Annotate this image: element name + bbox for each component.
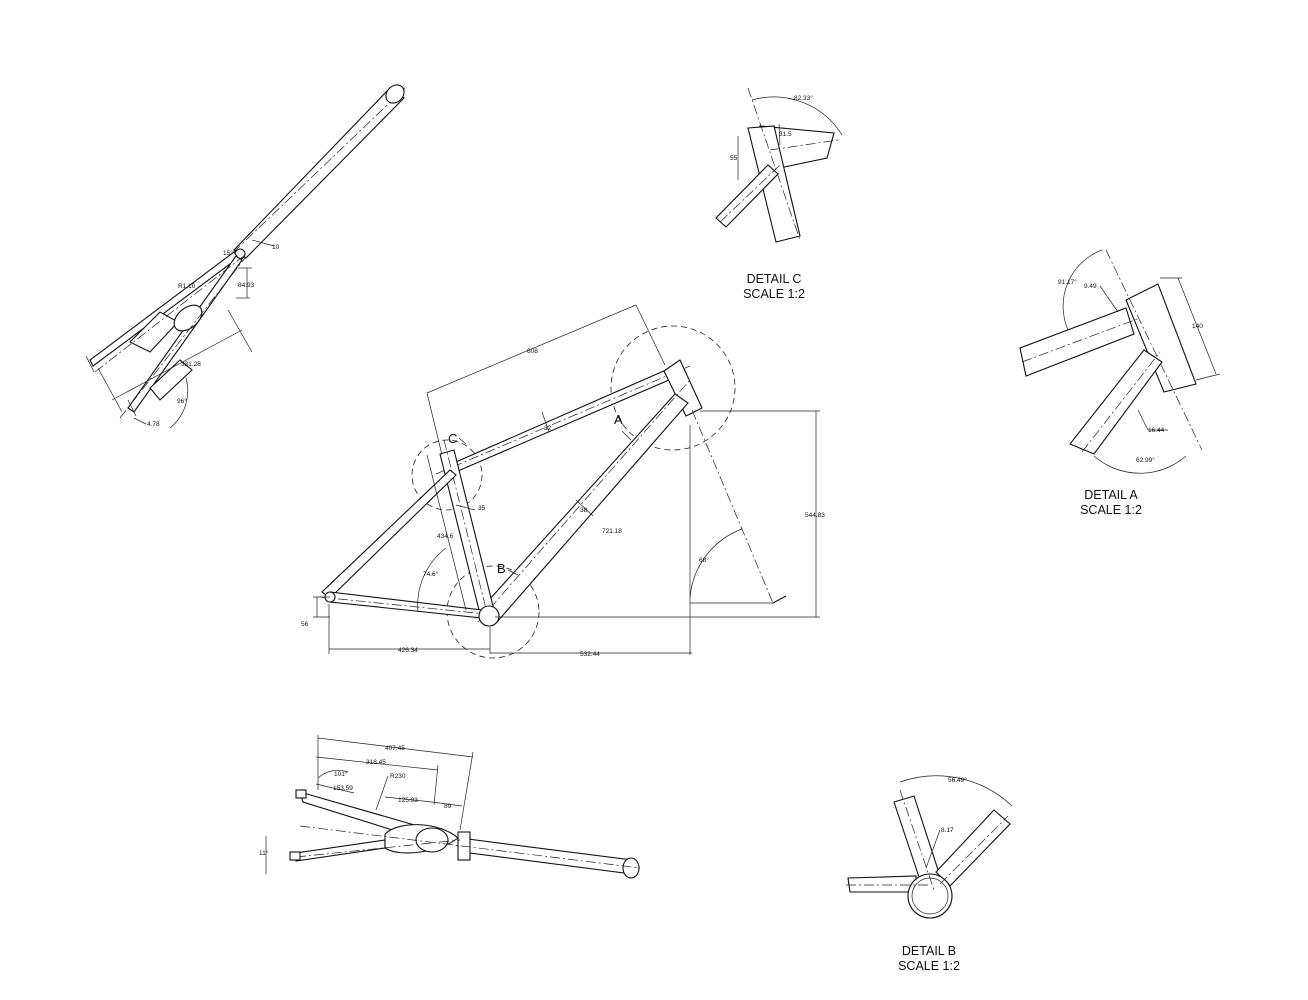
dim-rear-4: 4.78 xyxy=(147,421,160,428)
dim-rear-84: 84.93 xyxy=(238,282,255,289)
dim-rb-11: 11° xyxy=(259,849,269,857)
dim-rb-407: 407.45 xyxy=(385,745,405,752)
dim-seat-tube-od: 35 xyxy=(478,505,486,512)
rear-view-top: 10 15° 84.93 R1.10 331.28 96° 4.78 xyxy=(85,84,406,429)
detail-a-angle2: 62.99° xyxy=(1136,456,1155,464)
dim-rb-318: 318.45 xyxy=(366,759,386,766)
dim-head-angle: 68° xyxy=(699,556,709,564)
detail-b-8: 8.17 xyxy=(941,827,954,834)
callout-c: C xyxy=(448,431,457,446)
dim-seat-angle: 74.6° xyxy=(423,570,439,578)
detail-a-angle: 91.17° xyxy=(1058,278,1077,286)
dim-down-tube-od: 38 xyxy=(580,507,588,514)
detail-a-view: 91.17° 9.49 140 16.44 62.99° DETAIL A SC… xyxy=(1019,249,1221,517)
detail-c-view: 82.33° 31.5 55 DETAIL C SCALE 1:2 xyxy=(715,87,843,301)
dim-chainstay: 426.34 xyxy=(398,647,418,654)
detail-a-16: 16.44 xyxy=(1148,427,1165,434)
detail-c-55: 55 xyxy=(730,155,738,162)
callout-b: B xyxy=(497,561,506,576)
dim-rear-96: 96° xyxy=(177,397,187,405)
detail-c-scale: SCALE 1:2 xyxy=(743,287,805,301)
detail-b-title: DETAIL B xyxy=(902,944,956,958)
detail-c-angle: 82.33° xyxy=(794,94,813,102)
dim-rear-r: R1.10 xyxy=(178,283,196,290)
dim-rear-15: 15° xyxy=(223,249,233,257)
dim-rb-89: 89 xyxy=(444,803,452,810)
dim-seat-tube-len: 434.6 xyxy=(437,533,454,540)
bottom-bracket xyxy=(478,605,500,627)
detail-a-circle xyxy=(610,325,736,451)
rear-view-bottom: 407.45 318.45 101° R230 153.59 125.93 89… xyxy=(259,735,641,879)
chain-stay xyxy=(329,591,483,619)
detail-a-scale: SCALE 1:2 xyxy=(1080,503,1142,517)
dim-rear-10: 10 xyxy=(272,244,280,251)
dim-top-tube: 608 xyxy=(527,348,538,355)
detail-c-title: DETAIL C xyxy=(747,272,802,286)
detail-a-9: 9.49 xyxy=(1084,283,1097,290)
dim-rb-125: 125.93 xyxy=(398,797,418,804)
detail-c-31: 31.5 xyxy=(779,131,792,138)
dim-rb-101: 101° xyxy=(334,770,348,778)
detail-c-circle xyxy=(411,439,483,511)
dim-bb-drop: 56 xyxy=(301,621,309,628)
dim-rb-r230: R230 xyxy=(390,773,406,780)
dim-down-tube-len: 721.18 xyxy=(602,528,622,535)
detail-b-view: 56.49° 8.17 DETAIL B SCALE 1:2 xyxy=(846,775,1013,973)
main-frame-view: 608 32 38 721.18 434.6 35 74.6° 544.83 6… xyxy=(301,304,825,659)
detail-a-title: DETAIL A xyxy=(1084,488,1138,502)
dim-reach: 532.44 xyxy=(580,651,600,658)
detail-a-140: 140 xyxy=(1192,323,1203,330)
dim-stack: 544.83 xyxy=(805,512,825,519)
detail-b-angle: 56.49° xyxy=(948,776,967,784)
detail-b-scale: SCALE 1:2 xyxy=(898,959,960,973)
dim-rb-153: 153.59 xyxy=(333,785,353,792)
callout-a: A xyxy=(614,412,623,427)
dim-top-tube-od: 32 xyxy=(544,425,552,432)
dim-rear-331: 331.28 xyxy=(181,361,201,368)
